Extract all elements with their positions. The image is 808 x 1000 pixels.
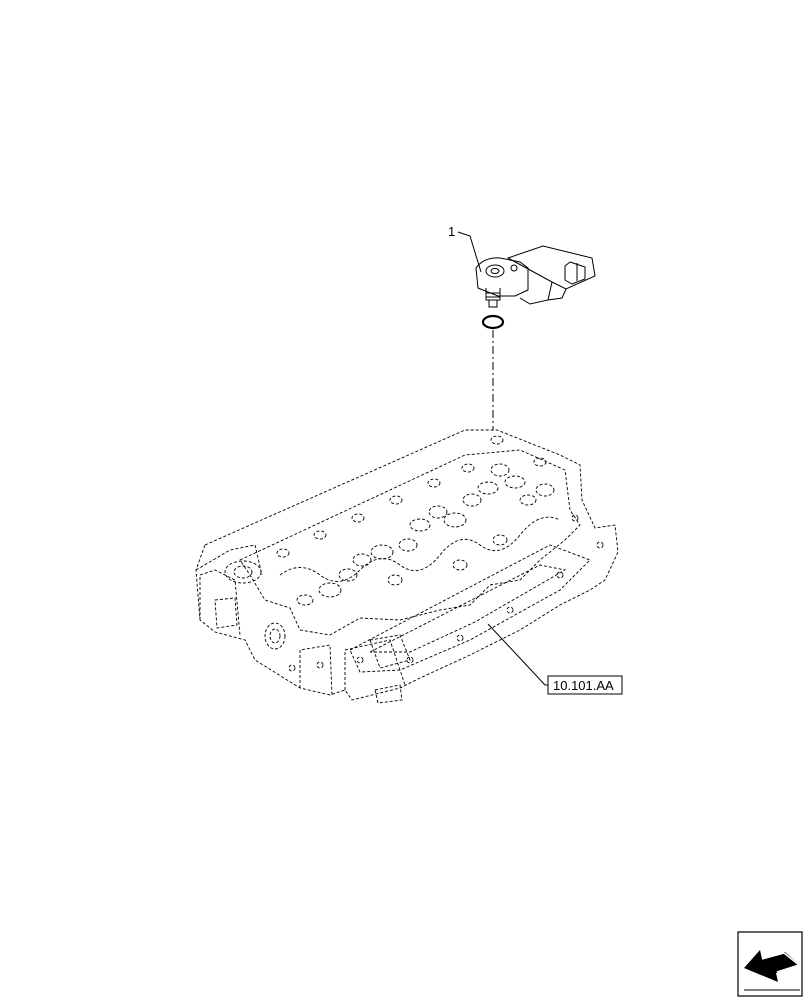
reference-label-group[interactable]: 10.101.AA <box>487 623 623 695</box>
o-ring[interactable] <box>481 314 505 330</box>
leader-line <box>457 231 482 273</box>
reference-label: 10.101.AA <box>553 678 614 693</box>
pressure-sensor[interactable] <box>475 245 596 308</box>
reference-label-box <box>547 675 623 695</box>
cylinder-head[interactable] <box>195 429 619 704</box>
callout-1[interactable]: 1 <box>448 224 482 273</box>
callout-number: 1 <box>448 224 455 239</box>
arrow-navigation-icon[interactable] <box>737 931 803 997</box>
